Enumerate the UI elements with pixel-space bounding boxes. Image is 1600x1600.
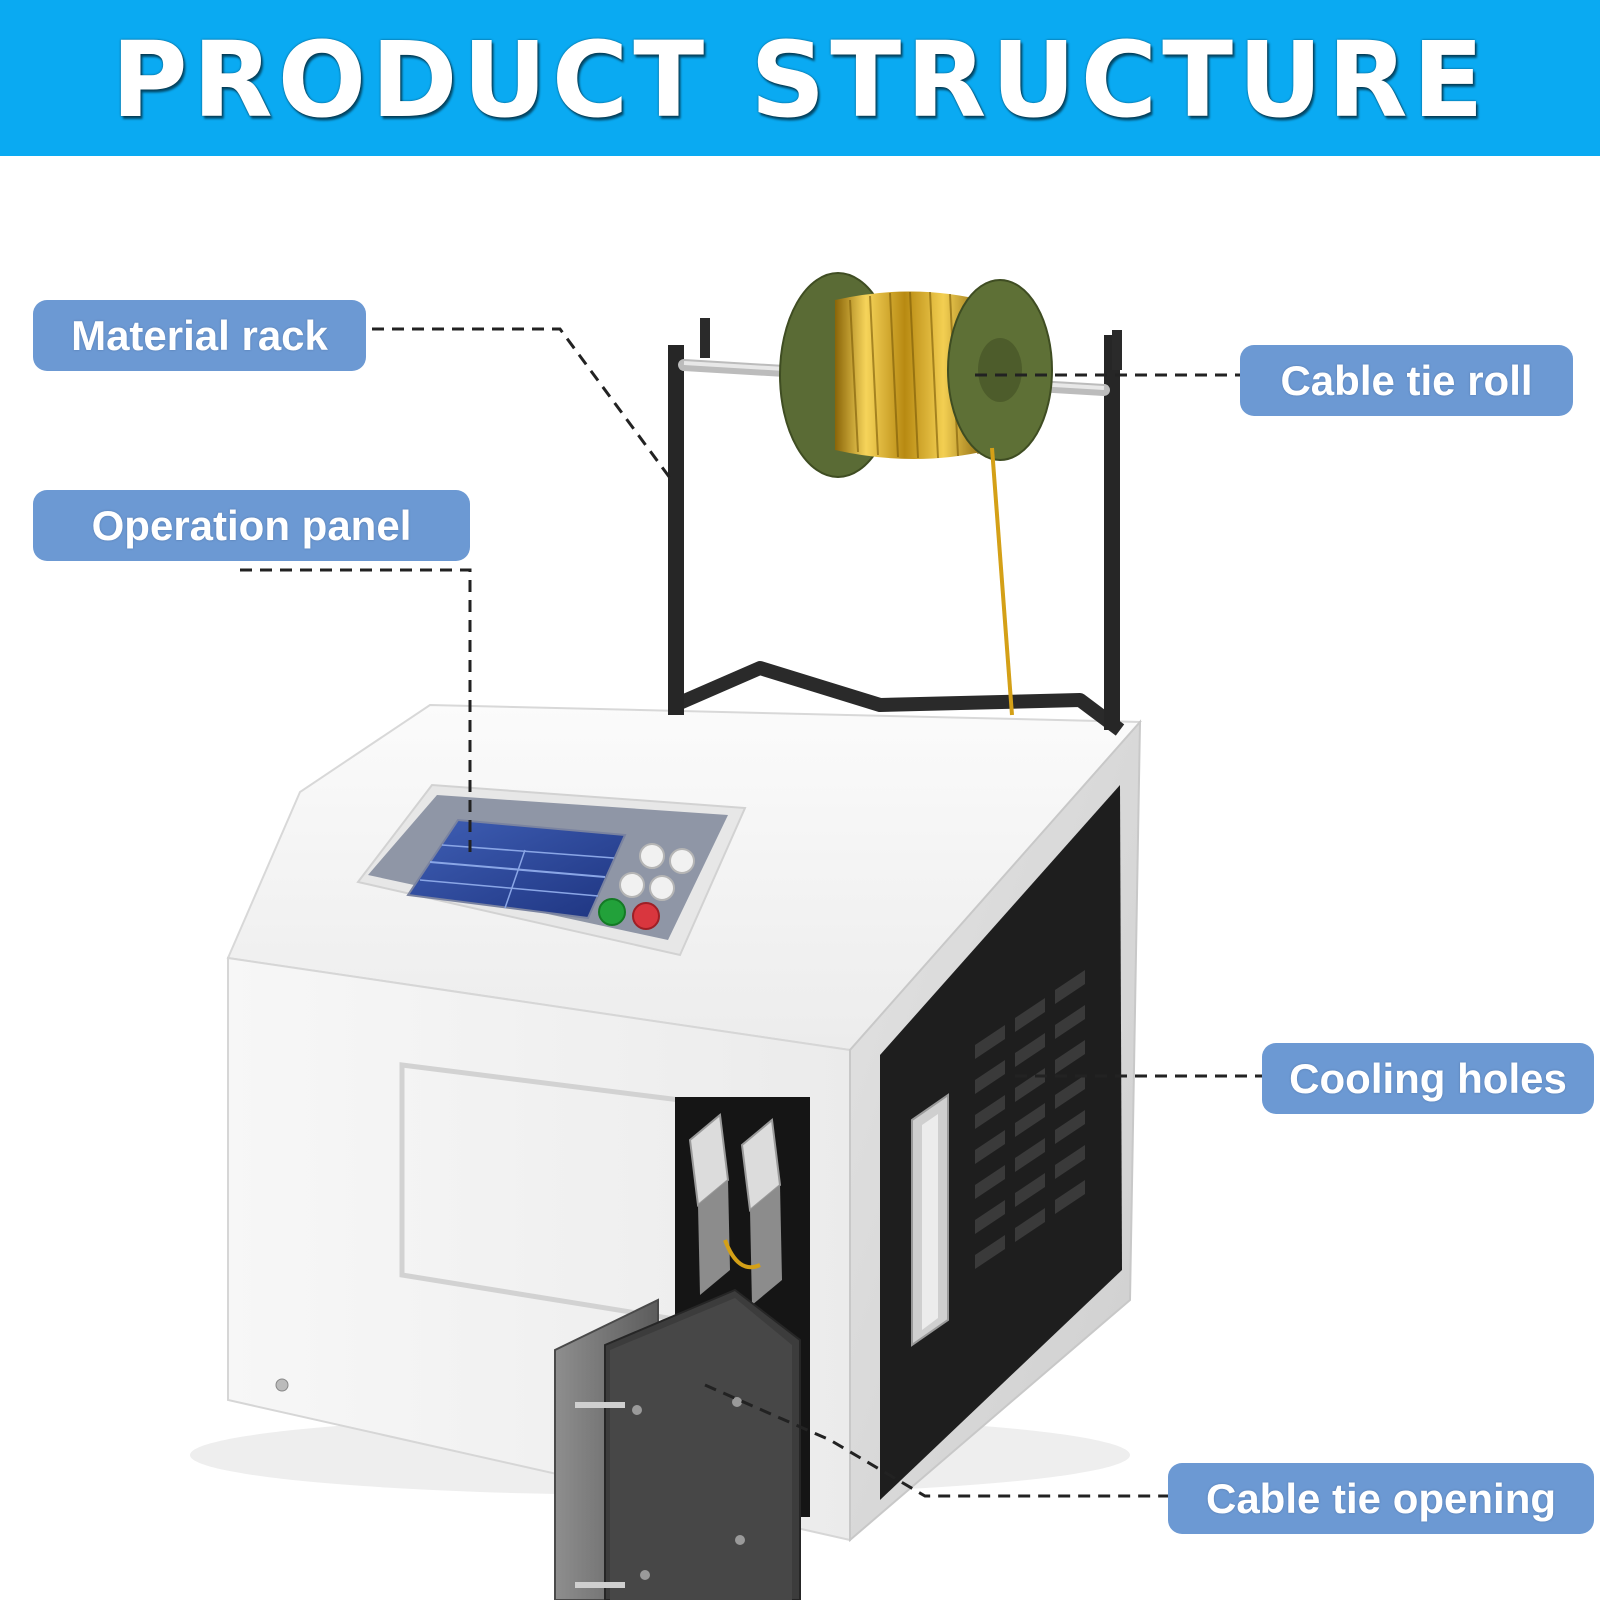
leader-cable-tie-opening: [704, 1383, 1168, 1498]
page-title: PRODUCT STRUCTURE: [111, 19, 1489, 141]
callout-material-rack: Material rack: [33, 300, 366, 371]
callout-cooling-holes: Cooling holes: [1262, 1043, 1594, 1114]
side-handle: [911, 1093, 949, 1347]
stop-button: [632, 902, 660, 930]
callout-cable-tie-opening: Cable tie opening: [1168, 1463, 1594, 1534]
screw: [732, 1397, 742, 1407]
screw: [275, 1378, 289, 1392]
callout-cable-tie-roll: Cable tie roll: [1240, 345, 1573, 416]
screw: [640, 1570, 650, 1580]
header-banner: [0, 0, 1600, 156]
panel-button: [669, 848, 695, 874]
cooling-vents: [975, 970, 1085, 1269]
leader-lines: [240, 327, 1262, 1498]
screw: [735, 1535, 745, 1545]
panel-button: [639, 843, 665, 869]
panel-button: [649, 875, 675, 901]
cable-tie-opening: [554, 1097, 810, 1600]
panel-button: [619, 872, 645, 898]
start-button: [598, 898, 626, 926]
leader-material-rack: [372, 327, 672, 479]
screw: [632, 1405, 642, 1415]
cable-tie-roll: [779, 272, 1053, 716]
callout-operation-panel: Operation panel: [33, 490, 470, 561]
leader-operation-panel: [240, 568, 472, 858]
operation-panel: [356, 783, 747, 957]
